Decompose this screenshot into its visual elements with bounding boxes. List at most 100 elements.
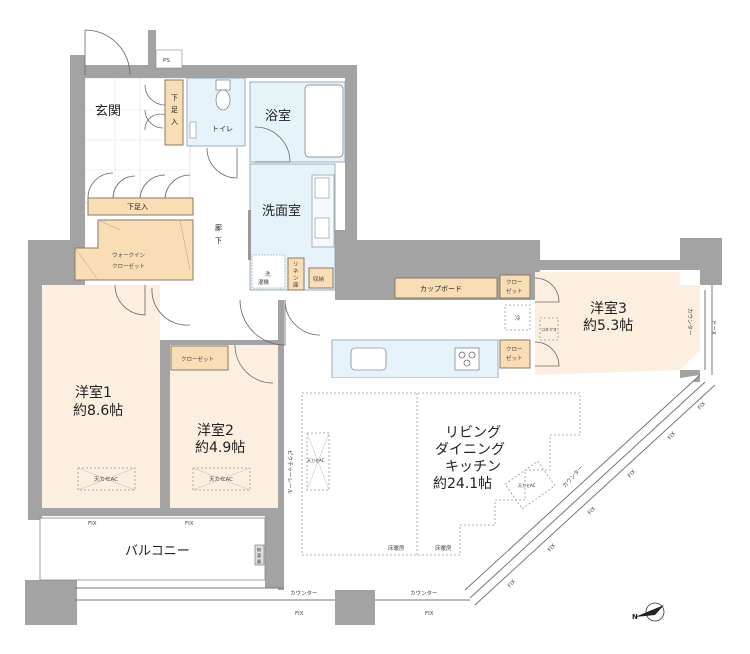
ac-unit — [306, 432, 330, 491]
counter-label: カウンター — [410, 589, 438, 597]
linen-4: 庫 — [293, 281, 299, 289]
compass-north-label: N — [632, 613, 638, 621]
laundry-label-1: 洗 — [265, 270, 271, 278]
fix-label: FIX — [697, 401, 707, 412]
wic-label-1: ウォークイン — [112, 251, 146, 259]
closet-3b-l1: クロー — [506, 346, 523, 353]
closet-3a-l1: クロー — [506, 279, 523, 286]
sink-icon — [314, 177, 330, 199]
hand-sink — [189, 121, 197, 139]
room3-window — [704, 285, 713, 375]
room3-name: 洋室3 — [590, 300, 627, 317]
walk-in-closet — [74, 219, 194, 281]
western-room-3 — [535, 272, 700, 375]
fix-label: FIX — [88, 521, 97, 527]
western-room-2 — [170, 345, 278, 508]
ac-label: 天カセAC — [518, 483, 536, 488]
fix-label: FIX — [185, 521, 194, 527]
ac-unit — [504, 460, 556, 510]
ps-label: PS — [163, 58, 170, 64]
shoe-closet-label: 下足入 — [127, 203, 148, 211]
sliding-door[interactable] — [248, 210, 251, 260]
fix-label: FIX — [547, 543, 557, 554]
room2-size: 約4.9帖 — [195, 440, 245, 456]
closet-room2-label: クローゼット — [181, 355, 214, 363]
room3-size: 約5.3帖 — [583, 318, 633, 334]
stove-icon — [454, 347, 480, 371]
western-room-1 — [42, 285, 160, 508]
room2-door[interactable] — [234, 344, 274, 384]
entrance-label: 玄関 — [95, 104, 121, 119]
water-heater — [254, 544, 265, 566]
diagonal-windows — [464, 374, 716, 606]
ac-unit — [192, 467, 251, 491]
shoe-closet-vertical — [164, 79, 184, 146]
shoe-closet-doors-2[interactable] — [87, 172, 191, 199]
sink-icon — [314, 217, 330, 239]
room3-doors[interactable] — [534, 277, 560, 367]
toilet-icon — [215, 89, 231, 111]
laundry-label-2: 濯機 — [258, 278, 270, 286]
linen-closet — [287, 257, 305, 291]
hallway-label-1: 廊 — [215, 223, 222, 232]
closet-3b-l2: ゼット — [506, 354, 523, 362]
storage — [308, 267, 334, 289]
sink-icon — [350, 347, 387, 371]
hallway-label-2: 下 — [215, 237, 222, 245]
ac-label: 天カセAC — [307, 458, 325, 463]
balcony-label: バルコニー — [125, 544, 190, 559]
fix-label: FIX — [627, 469, 637, 480]
fix-label: FIX — [667, 431, 677, 442]
wh-3: 器 — [257, 559, 261, 564]
fix-label: FIX — [507, 579, 517, 590]
linen-1: リ — [293, 262, 299, 268]
counter-label: カウンター — [290, 589, 318, 597]
hall-doors[interactable] — [239, 299, 321, 346]
compass-icon: N — [632, 602, 665, 622]
ldk-line-1: リビング — [445, 425, 501, 441]
bottom-windows — [75, 587, 470, 601]
shoe-closet-label-3: 入 — [171, 118, 178, 126]
closet-3a-l2: ゼット — [506, 287, 523, 295]
washroom-label: 洗面室 — [262, 203, 301, 219]
burner-icon — [468, 351, 476, 359]
fridge-space — [504, 304, 531, 331]
entry-door[interactable] — [84, 29, 131, 76]
shoe-closet-label-1: 下 — [171, 94, 178, 102]
counter-label-r3: カウンター — [686, 308, 694, 336]
shoe-closet-label-2: 足 — [171, 106, 178, 114]
ldk-line-2: ダイニング — [435, 442, 505, 458]
room2-name: 洋室2 — [197, 422, 234, 439]
floor-heating-area — [301, 392, 581, 556]
toilet-door[interactable] — [206, 147, 238, 179]
burner-icon — [463, 359, 471, 367]
toilet-tank — [215, 79, 231, 91]
cupboard-label: カップボード — [420, 285, 462, 293]
ac-cross — [192, 467, 251, 491]
ac-cross — [306, 432, 330, 491]
cupboard — [394, 277, 498, 299]
linen-2: ネ — [293, 268, 299, 275]
shoe-closet-horizontal — [87, 197, 194, 216]
bath-label: 浴室 — [265, 108, 291, 124]
ac-label: 天カセAC — [209, 476, 233, 483]
fix-label: FIX — [425, 611, 434, 617]
closet-small — [539, 317, 559, 341]
wh-1: 給 — [257, 546, 261, 552]
bath-door[interactable] — [254, 126, 291, 163]
fix-label: FIX — [295, 611, 304, 617]
ldk-size: 約24.1帖 — [433, 476, 492, 492]
shoe-closet-doors[interactable] — [144, 84, 166, 131]
fix-label: FIX — [587, 506, 597, 517]
toilet-label: トイレ — [212, 125, 233, 133]
room1-door[interactable] — [114, 284, 191, 326]
floor-heating-label: 床暖房 — [388, 544, 405, 552]
storage-label: 収納 — [313, 275, 325, 283]
ldk-line-3: キッチン — [445, 459, 501, 475]
ac-cross — [77, 467, 136, 491]
fridge-label: 冷 — [515, 314, 521, 322]
closet-room2 — [170, 345, 229, 371]
closet-3a — [499, 274, 531, 299]
wic-lines — [74, 219, 191, 281]
